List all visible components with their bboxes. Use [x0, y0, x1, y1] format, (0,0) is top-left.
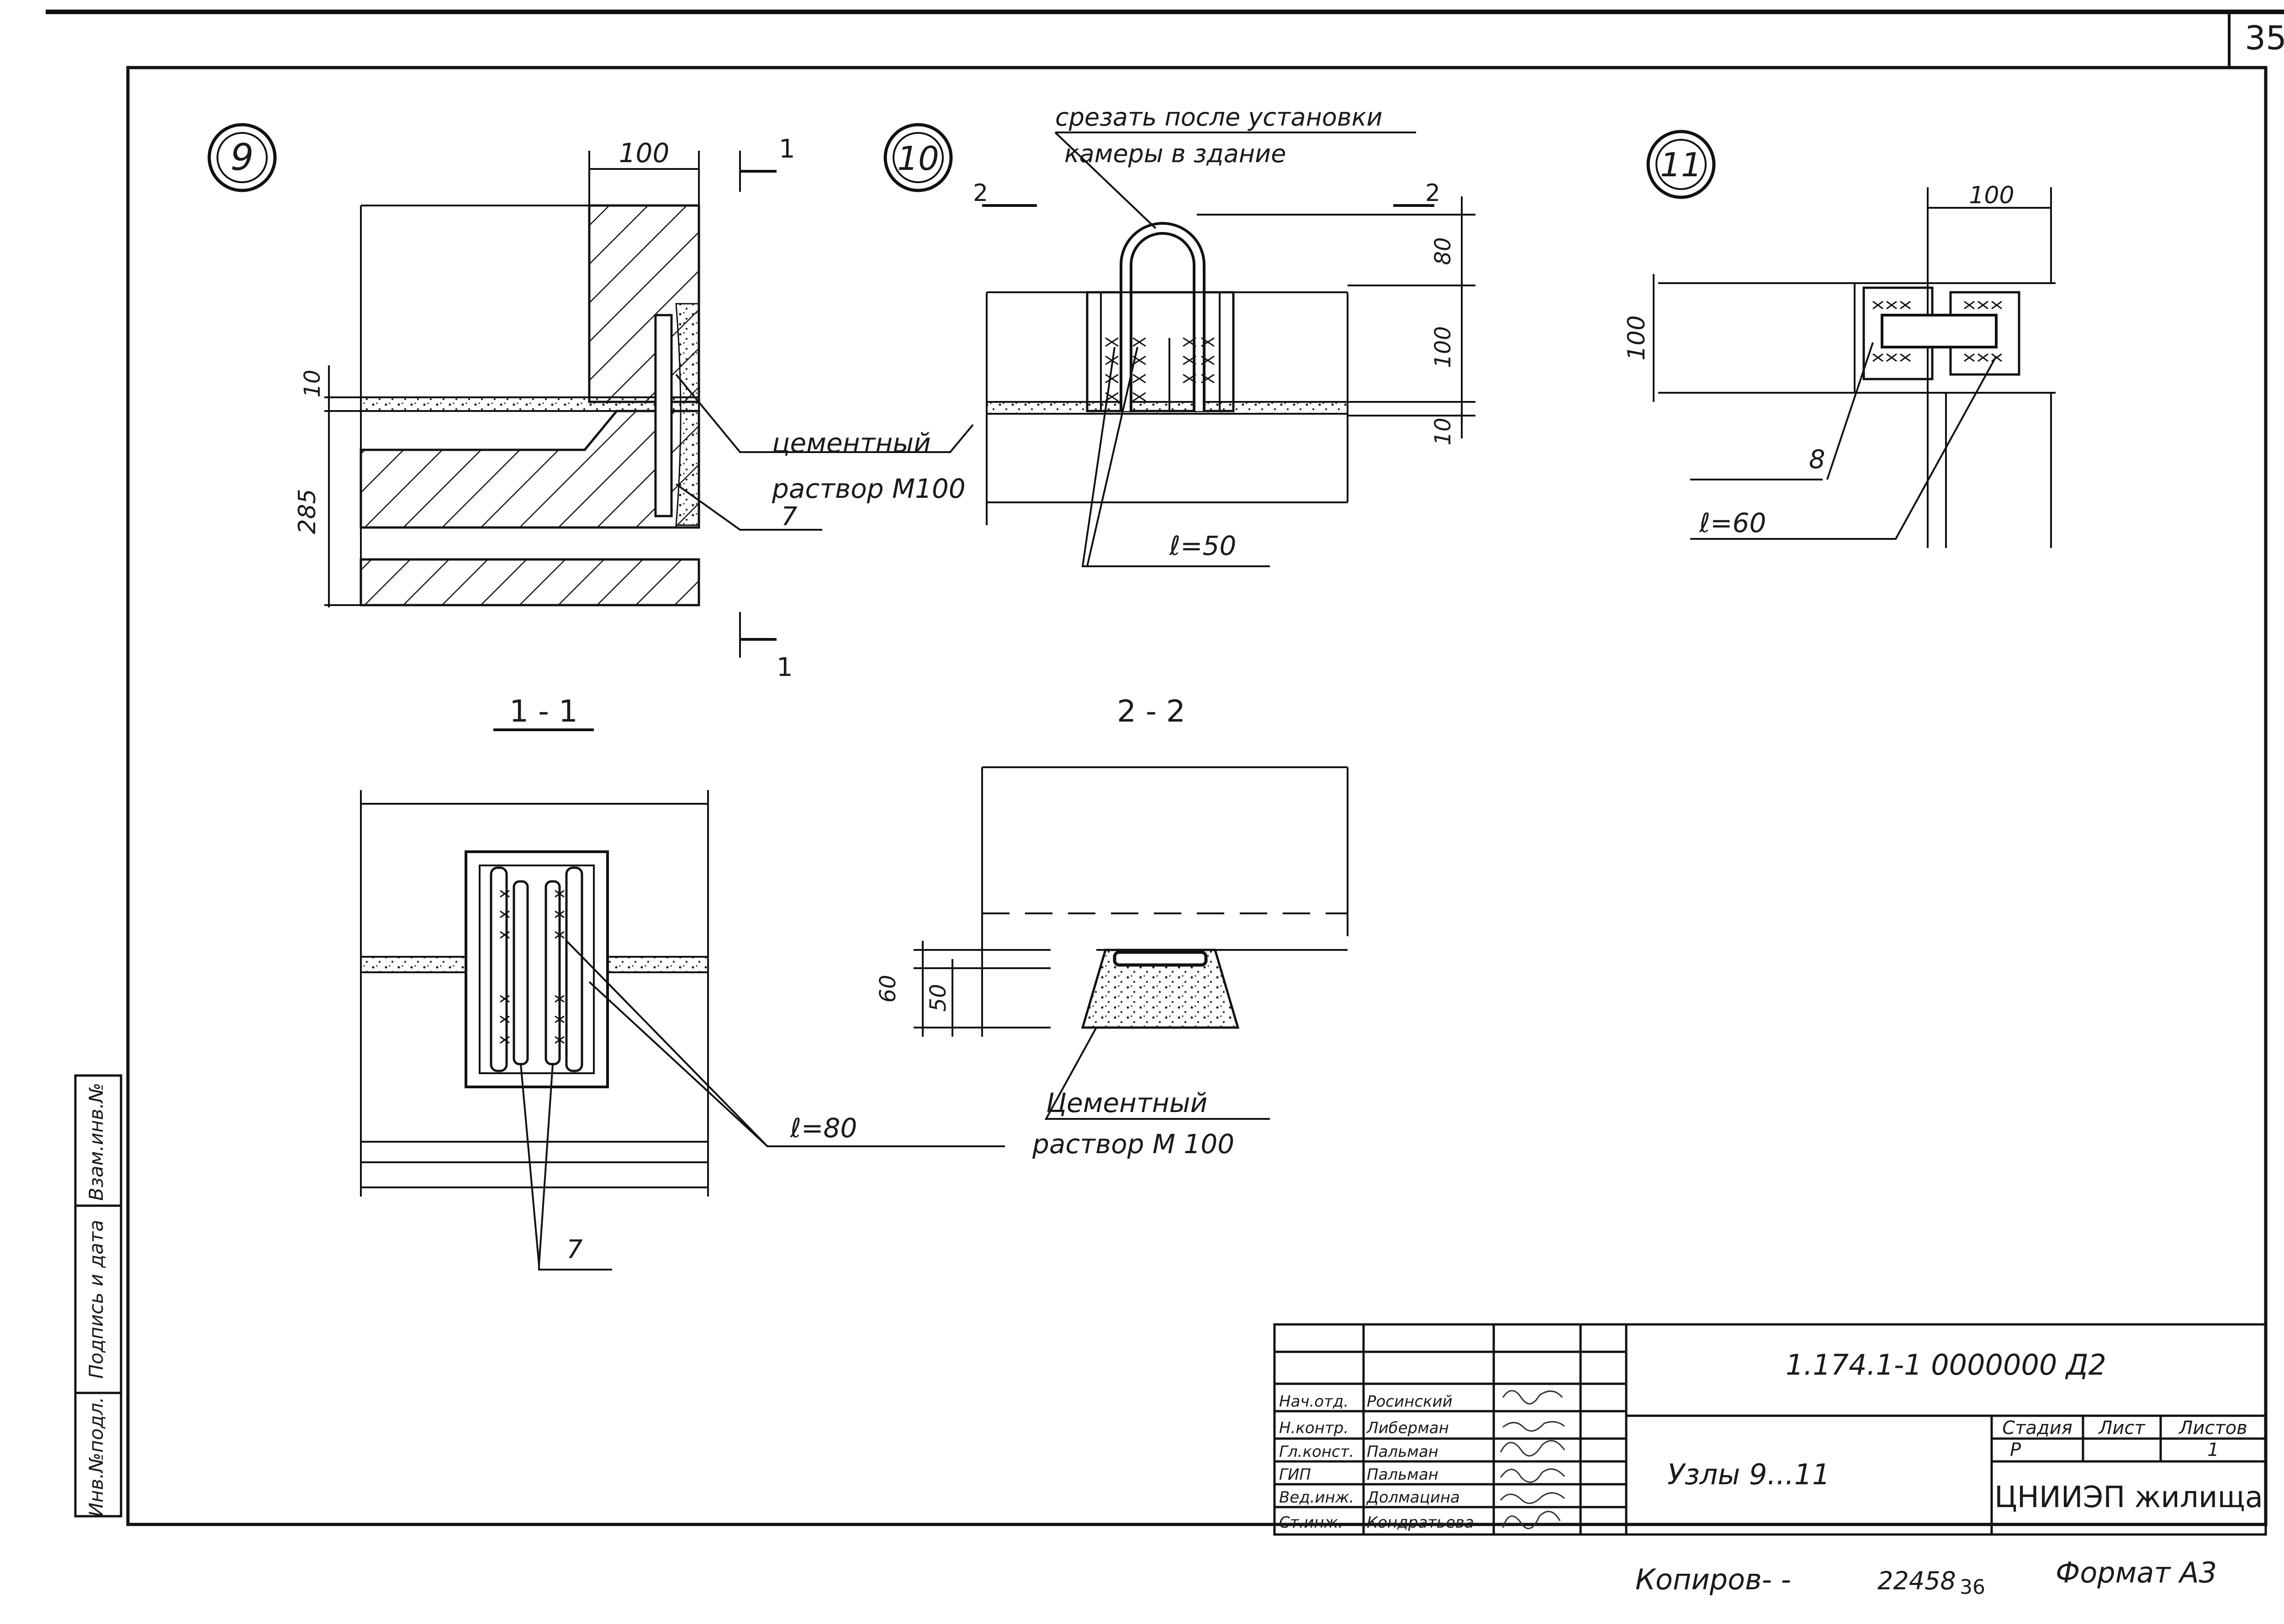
- staff-name: Долмацина: [1366, 1488, 1460, 1507]
- node-10-dim-80: 80: [1430, 237, 1456, 265]
- node-10-cut-mark-left: 2: [973, 179, 988, 207]
- node-9-note-line1: цементный: [772, 427, 931, 459]
- page-number: 35: [2245, 19, 2284, 57]
- node-11-connector-bar: [1881, 314, 1998, 348]
- staff-role: Н.контр.: [1279, 1419, 1348, 1437]
- title-block: [1273, 1323, 2267, 1536]
- title-block-sheet-title: Узлы 9...11: [1667, 1458, 1830, 1491]
- copy-label: Копиров- -: [1635, 1563, 1791, 1596]
- staff-name: Пальман: [1367, 1466, 1438, 1484]
- node-11-dim-top: 100: [1969, 182, 2014, 209]
- node-9: 9 100 10 285 1 1 цементный: [207, 123, 974, 682]
- node-10-note-line2: камеры в здание: [1064, 139, 1286, 168]
- node-9-dim-top: 100: [619, 137, 670, 169]
- side-stamp-replacement: Взам.инв.№: [85, 1083, 107, 1201]
- node-10-welds: [1105, 337, 1215, 402]
- node-11: 11 100 100 8 ℓ=60: [1623, 130, 2056, 548]
- node-9-badge: [207, 123, 277, 192]
- side-stamp-inventory: Инв.№подл.: [85, 1397, 107, 1517]
- staff-name: Пальман: [1367, 1443, 1438, 1461]
- node-11-callout: 8: [1809, 445, 1825, 475]
- section-2-2-dim-60: 60: [875, 975, 901, 1002]
- section-1-1-outer-plate: [465, 850, 609, 1088]
- node-10-number: 10: [897, 139, 939, 178]
- sheet-frame: [46, 10, 2284, 1526]
- staff-name: Росинский: [1367, 1392, 1453, 1411]
- title-block-stage-header: Стадия: [2002, 1418, 2072, 1439]
- staff-role: Вед.инж.: [1279, 1488, 1354, 1507]
- copy-number: 22458: [1877, 1566, 1956, 1595]
- staff-role: Нач.отд.: [1279, 1392, 1348, 1411]
- staff-role: ГИП: [1279, 1466, 1311, 1484]
- node-10-length: ℓ=50: [1169, 530, 1236, 561]
- section-2-2-note-line1: Цементный: [1046, 1087, 1207, 1118]
- node-9-dim-285: 285: [294, 489, 321, 534]
- section-1-1-length: ℓ=80: [790, 1113, 857, 1144]
- title-block-doc-code: 1.174.1-1 0000000 Д2: [1786, 1348, 2106, 1381]
- node-9-number: 9: [231, 136, 254, 179]
- section-1-1: 1 - 1 ℓ=80: [360, 694, 1005, 1271]
- node-9-lower-slab: [360, 558, 700, 606]
- side-stamp: [74, 1074, 122, 1518]
- section-2-2: 2 - 2 60 50 Цементный раствор М 100: [875, 694, 1348, 1160]
- node-11-welds: [1872, 301, 2002, 362]
- node-11-dim-left: 100: [1623, 315, 1650, 360]
- side-stamp-signature: Подпись и дата: [85, 1220, 107, 1379]
- staff-name: Кондратьева: [1367, 1513, 1474, 1532]
- node-9-anchor-plate: [654, 314, 673, 517]
- node-11-badge: [1646, 130, 1716, 199]
- title-block-organization: ЦНИИЭП жилища: [1994, 1481, 2263, 1514]
- node-10-note-line1: срезать после установки: [1055, 103, 1382, 132]
- node-11-number: 11: [1660, 146, 1702, 184]
- node-9-cut-mark-bottom: 1: [777, 653, 793, 682]
- section-2-2-note-line2: раствор М 100: [1032, 1128, 1234, 1160]
- node-10-cut-mark-right: 2: [1425, 179, 1440, 207]
- staff-role: Гл.конст.: [1279, 1443, 1354, 1461]
- staff-list: Нач.отд. Росинский Н.контр. Либерман Гл.…: [1279, 1392, 1474, 1532]
- title-block-sheet-header: Лист: [2098, 1418, 2146, 1439]
- title-block-sheets-value: 1: [2207, 1439, 2219, 1461]
- node-9-callout: 7: [781, 502, 798, 532]
- node-10-dim-100: 100: [1430, 326, 1456, 368]
- format-label: Формат А3: [2056, 1556, 2217, 1589]
- node-10-badge: [883, 123, 953, 192]
- staff-signatures: [1500, 1390, 1565, 1529]
- section-2-2-dim-50: 50: [925, 984, 951, 1012]
- section-1-1-title: 1 - 1: [509, 694, 578, 729]
- node-10-frame: [1086, 291, 1235, 412]
- section-1-1-callout: 7: [566, 1235, 583, 1265]
- title-block-sheets-header: Листов: [2178, 1418, 2247, 1439]
- node-9-dim-10: 10: [300, 369, 325, 397]
- section-2-2-mortar: [1081, 949, 1240, 1029]
- bottom-page-number: 36: [1960, 1576, 1985, 1599]
- node-10: 10 срезать после установки камеры в здан…: [883, 103, 1475, 567]
- section-2-2-plate: [1113, 950, 1208, 967]
- staff-role: Ст.инж.: [1279, 1513, 1343, 1532]
- node-9-mortar-joint: [360, 396, 700, 412]
- section-1-1-anchors: [490, 866, 583, 1072]
- node-9-note-line2: раствор М100: [772, 473, 966, 504]
- staff-name: Либерман: [1366, 1419, 1449, 1437]
- node-9-slab: [360, 410, 700, 529]
- node-10-dim-10: 10: [1430, 417, 1456, 445]
- node-9-cut-mark-top: 1: [779, 134, 795, 164]
- node-10-lifting-loop: [1120, 222, 1205, 411]
- title-block-stage-value: Р: [2010, 1439, 2021, 1461]
- node-11-length: ℓ=60: [1699, 507, 1766, 538]
- node-9-mortar-fill: [675, 303, 700, 526]
- section-2-2-title: 2 - 2: [1117, 694, 1185, 729]
